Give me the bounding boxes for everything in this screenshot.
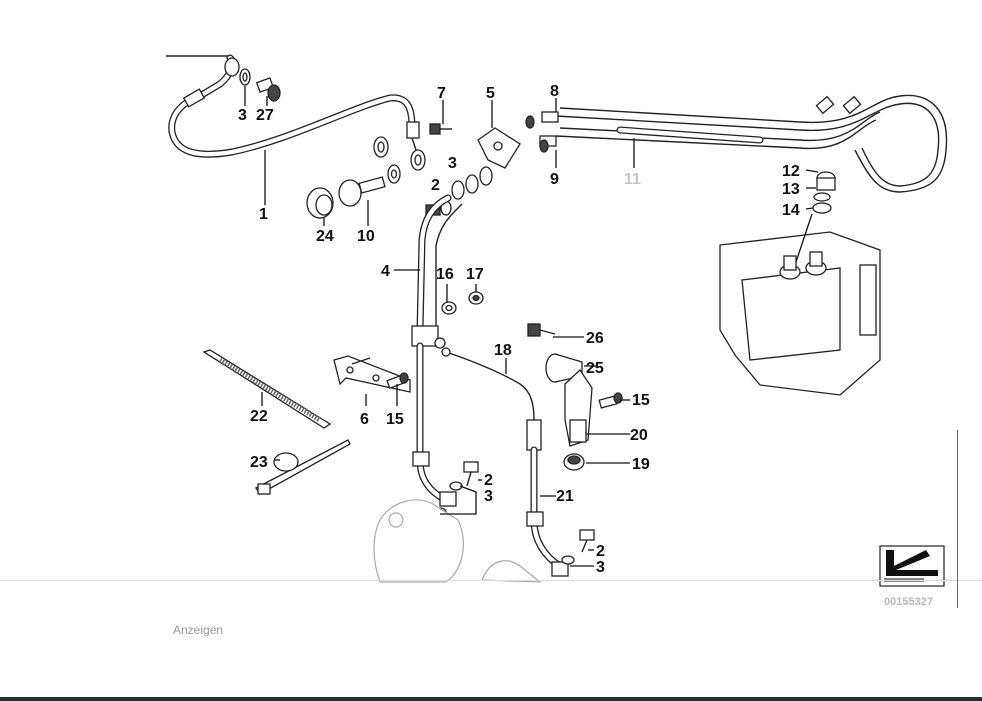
bottom-border-bar <box>0 697 982 701</box>
callout-9: 9 <box>550 171 559 188</box>
callout-2: 2 <box>596 543 605 560</box>
callout-24: 24 <box>316 228 334 245</box>
callout-6: 6 <box>360 411 369 428</box>
callout-8: 8 <box>550 83 559 100</box>
diagram-id-label: 00155327 <box>884 596 933 608</box>
washers-part-3-middle <box>373 136 493 200</box>
callout-20: 20 <box>630 427 648 444</box>
callout-27: 27 <box>256 107 274 124</box>
callout-12: 12 <box>782 163 800 180</box>
callout-26: 26 <box>586 330 604 347</box>
brake-pipes-part-8-11 <box>525 94 948 193</box>
callout-2: 2 <box>484 472 493 489</box>
callout-10: 10 <box>357 228 375 245</box>
brake-line-part-18 <box>441 347 535 421</box>
callout-1: 1 <box>259 206 268 223</box>
leader-lines <box>244 86 819 567</box>
callout-16: 16 <box>436 266 454 283</box>
callout-11: 11 <box>624 171 641 188</box>
brake-line-part-1 <box>166 54 426 171</box>
callout-7: 7 <box>437 85 446 102</box>
callout-3: 3 <box>238 107 247 124</box>
callout-5: 5 <box>486 85 495 102</box>
nut-part-17 <box>468 291 484 305</box>
bolt-part-7 <box>429 123 452 135</box>
seal-ring-part-3 <box>239 68 251 86</box>
callout-15: 15 <box>632 392 650 409</box>
callout-19: 19 <box>632 456 650 473</box>
bracket-part-20 <box>564 369 593 447</box>
banjo-bolt-part-2-lower-left <box>433 461 479 517</box>
bracket-part-5 <box>477 127 521 169</box>
scrollbar-track[interactable] <box>957 430 958 608</box>
callout-17: 17 <box>466 266 484 283</box>
banjo-bolt-part-2-lower-right <box>561 529 595 565</box>
callout-25: 25 <box>586 360 604 377</box>
bolt-part-26 <box>527 323 556 337</box>
callout-15: 15 <box>386 411 404 428</box>
callout-23: 23 <box>250 454 268 471</box>
cable-holder-part-23 <box>255 439 351 495</box>
grommet-part-19 <box>563 453 585 471</box>
callout-14: 14 <box>782 202 800 219</box>
callout-labels: 1 3 27 7 5 8 3 2 9 11 12 13 14 24 10 4 1… <box>238 83 800 576</box>
ads-link[interactable]: Anzeigen <box>173 623 224 637</box>
callout-21: 21 <box>556 488 574 505</box>
cable-tie-part-22 <box>202 349 332 429</box>
brake-caliper-ghost <box>373 499 542 583</box>
callout-3: 3 <box>484 488 493 505</box>
hollow-bolt-part-27 <box>255 77 281 102</box>
callout-3: 3 <box>596 559 605 576</box>
brake-hose-part-21 <box>526 419 569 577</box>
bolt-part-15-right <box>598 392 623 409</box>
callout-18: 18 <box>494 342 512 359</box>
abs-pressure-modulator <box>719 171 881 396</box>
parts-diagram: 1 3 27 7 5 8 3 2 9 11 12 13 14 24 10 4 1… <box>166 54 948 608</box>
callout-2: 2 <box>431 177 440 194</box>
holder-part-6 <box>333 355 411 393</box>
rubber-buffer-part-24 <box>306 187 334 219</box>
callout-4: 4 <box>381 263 390 280</box>
brake-hose-part-4 <box>411 194 463 507</box>
washer-part-16 <box>441 301 457 315</box>
bolt-part-10 <box>338 176 386 207</box>
content-divider <box>0 580 982 581</box>
callout-3: 3 <box>448 155 457 172</box>
callout-13: 13 <box>782 181 800 198</box>
callout-22: 22 <box>250 408 268 425</box>
